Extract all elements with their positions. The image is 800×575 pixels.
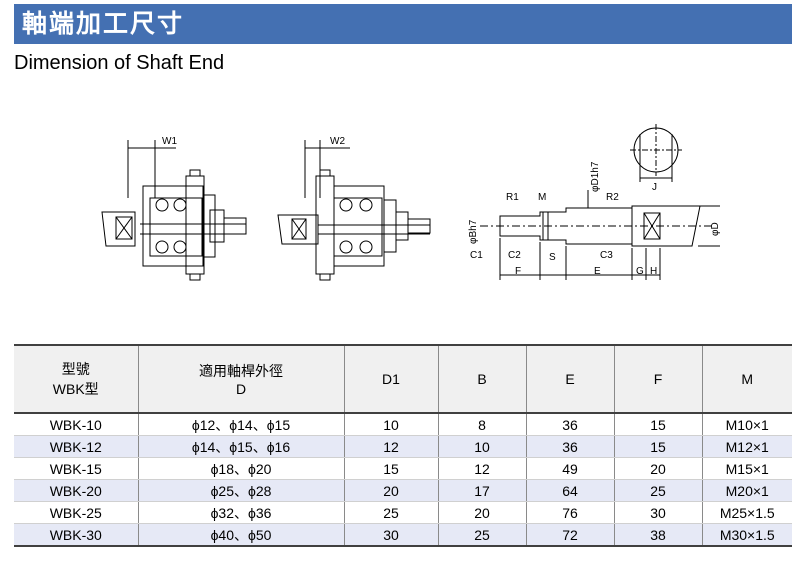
shaft-end-drawing: W1 W2 R1 M φD1h7 R2 J φBh7 φD C1 C2 S C3… [101,124,721,281]
section-title-bar: 軸端加工尺寸 [14,4,792,44]
label-w1: W1 [162,136,177,147]
cell-d1: 30 [343,523,439,547]
label-h: H [650,266,657,277]
label-j: J [652,182,657,193]
header-shaft-line1: 適用軸桿外徑 [199,363,283,379]
dimension-table: 型號 WBK型 適用軸桿外徑 D D1 B E F M WBK-10 ϕ12、ϕ… [14,344,792,547]
table-row: WBK-15 ϕ18、ϕ20 15 12 49 20 M15×1 [14,457,792,480]
label-s: S [549,252,556,263]
header-model-line1: 型號 [61,361,90,377]
table-row: WBK-20 ϕ25、ϕ28 20 17 64 25 M20×1 [14,479,792,502]
shaft-end-profile-figure [480,124,720,280]
label-f: F [515,266,521,277]
cell-f: 20 [613,457,703,480]
label-d1h7: φD1h7 [590,161,601,192]
table-row: WBK-12 ϕ14、ϕ15、ϕ16 12 10 36 15 M12×1 [14,435,792,458]
cell-model: WBK-10 [14,413,139,436]
cell-e: 36 [525,435,615,458]
cell-e: 72 [525,523,615,547]
table-row: WBK-30 ϕ40、ϕ50 30 25 72 38 M30×1.5 [14,523,792,547]
header-shaft-line2: D [235,381,247,397]
cell-shaft: ϕ25、ϕ28 [137,479,345,502]
cell-b: 8 [437,413,527,436]
header-model: 型號 WBK型 [14,344,139,414]
cell-d1: 15 [343,457,439,480]
cell-m: M15×1 [701,457,792,480]
header-f: F [613,344,703,414]
bearing-assembly-figure-1 [101,140,247,281]
label-w2: W2 [330,136,345,147]
label-g: G [636,266,644,277]
label-bh7: φBh7 [468,219,479,244]
cell-shaft: ϕ12、ϕ14、ϕ15 [137,413,345,436]
label-c1: C1 [470,250,483,261]
cell-shaft: ϕ14、ϕ15、ϕ16 [137,435,345,458]
label-c2: C2 [508,250,521,261]
cell-model: WBK-25 [14,501,139,524]
label-c3: C3 [600,250,613,261]
cell-e: 49 [525,457,615,480]
header-e: E [525,344,615,414]
section-title: 軸端加工尺寸 [22,9,185,38]
cell-d1: 25 [343,501,439,524]
table-row: WBK-25 ϕ32、ϕ36 25 20 76 30 M25×1.5 [14,501,792,524]
header-b: B [437,344,527,414]
cell-f: 25 [613,479,703,502]
cell-e: 64 [525,479,615,502]
table-header-row: 型號 WBK型 適用軸桿外徑 D D1 B E F M [14,344,792,414]
label-m: M [538,192,546,203]
cell-model: WBK-30 [14,523,139,547]
header-d1: D1 [343,344,439,414]
cell-e: 76 [525,501,615,524]
label-e: E [594,266,601,277]
label-d: φD [710,222,721,236]
cell-b: 12 [437,457,527,480]
cell-e: 36 [525,413,615,436]
table-row: WBK-10 ϕ12、ϕ14、ϕ15 10 8 36 15 M10×1 [14,413,792,436]
cell-b: 20 [437,501,527,524]
cell-model: WBK-15 [14,457,139,480]
cell-m: M12×1 [701,435,792,458]
cell-shaft: ϕ32、ϕ36 [137,501,345,524]
cell-f: 15 [613,413,703,436]
cell-d1: 10 [343,413,439,436]
bearing-assembly-figure-2 [277,140,431,281]
cell-m: M25×1.5 [701,501,792,524]
label-r1: R1 [506,192,519,203]
cell-f: 38 [613,523,703,547]
header-model-line2: WBK型 [52,381,99,397]
cell-m: M10×1 [701,413,792,436]
header-shaft-diameter: 適用軸桿外徑 D [137,344,345,414]
cell-d1: 12 [343,435,439,458]
cell-shaft: ϕ40、ϕ50 [137,523,345,547]
cell-b: 17 [437,479,527,502]
header-m: M [701,344,792,414]
cell-model: WBK-12 [14,435,139,458]
section-subtitle: Dimension of Shaft End [14,52,225,74]
label-r2: R2 [606,192,619,203]
cell-m: M20×1 [701,479,792,502]
cell-b: 25 [437,523,527,547]
cell-model: WBK-20 [14,479,139,502]
cell-shaft: ϕ18、ϕ20 [137,457,345,480]
cell-d1: 20 [343,479,439,502]
cell-f: 30 [613,501,703,524]
cell-m: M30×1.5 [701,523,792,547]
cell-f: 15 [613,435,703,458]
cell-b: 10 [437,435,527,458]
